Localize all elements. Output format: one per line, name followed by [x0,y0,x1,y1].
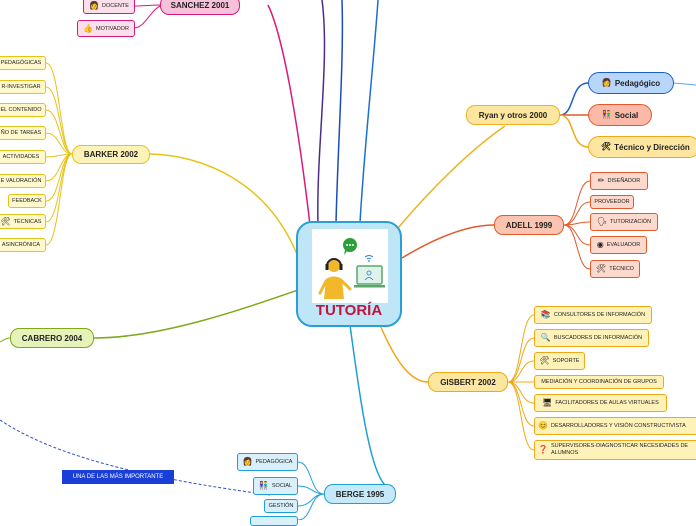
thumbs-up-icon: 👍 [83,23,94,33]
subtopic-docente[interactable]: 👩 DOCENTE [83,0,135,14]
subtopic-soporte[interactable]: 🛠SOPORTE [534,352,585,370]
subtopic-label: TÉCNICAS [13,218,42,225]
subtopic-label: SUPERVISORES-DIAGNOSTICAR NECESIDADES DE… [550,443,689,456]
subtopic-proveedor[interactable]: PROVEEDOR [590,195,634,209]
subtopic-asincronica[interactable]: ASINCRÓNICA [0,238,46,252]
question-icon: ❓ [538,445,548,454]
subtopic-label: FACILITADORES DE AULAS VIRTUALES [555,400,659,406]
topic-label: GISBERT 2002 [440,377,496,387]
topic-label: BERGE 1995 [335,489,385,499]
subtopic-actividades[interactable]: ACTIVIDADES [0,150,46,164]
monitor-icon: 🖥 [542,398,553,407]
subtopic-partial[interactable] [250,516,298,526]
subtopic-label: GESTIÓN [268,503,294,509]
subtopic-tecnico[interactable]: 🛠TÉCNICO [590,260,640,278]
subtopic-supervisores[interactable]: ❓SUPERVISORES-DIAGNOSTICAR NECESIDADES D… [534,440,696,460]
topic-label: CABRERO 2004 [21,333,83,343]
topic-cabrero-2004[interactable]: CABRERO 2004 [10,328,94,348]
topic-label: BARKER 2002 [83,150,139,159]
person-icon: 👩 [601,78,612,87]
tools-icon: 🛠 [539,356,550,365]
subtopic-label: ÑO DE TAREAS [0,130,42,136]
floating-label[interactable]: UNA DE LAS MÁS IMPORTANTE [62,470,174,484]
subtopic-tecnico-direccion[interactable]: 🛠 Técnico y Dirección [588,136,696,158]
subtopic-mediacion[interactable]: MEDIACIÓN Y COORDINACIÓN DE GRUPOS [534,375,664,389]
subtopic-label: E VALORACIÓN [0,178,42,184]
speaking-head-icon: 🗣 [596,217,607,226]
subtopic-label: TÉCNICO [609,266,634,272]
topic-ryan-2000[interactable]: Ryan y otros 2000 [466,105,560,125]
subtopic-social-ryan[interactable]: 👫 Social [588,104,652,126]
subtopic-label: R-INVESTIGAR [1,84,41,90]
target-icon: ◉ [596,240,604,249]
subtopic-contenido[interactable]: EL CONTENIDO [0,103,46,117]
subtopic-tareas[interactable]: ÑO DE TAREAS [0,126,46,140]
person-icon: 👩 [89,1,100,10]
subtopic-label: Técnico y Dirección [614,142,690,152]
topic-sanchez-2001[interactable]: SANCHEZ 2001 [160,0,240,15]
subtopic-motivador[interactable]: 👍 MOTIVADOR [77,20,135,37]
topic-berge-1995[interactable]: BERGE 1995 [324,484,396,504]
subtopic-label: PEDAGÓGICA [255,459,293,465]
subtopic-label: SOPORTE [552,358,580,364]
group-icon: 👫 [601,110,612,119]
subtopic-label: BUSCADORES DE INFORMACIÓN [553,335,643,341]
subtopic-disenador[interactable]: ✏DISEÑADOR [590,172,648,190]
tutor-illustration [312,229,388,303]
subtopic-label: Pedagógico [614,78,661,88]
magnifier-icon: 🔍 [540,333,551,342]
subtopic-label: ACTIVIDADES [2,154,40,160]
books-icon: 📚 [540,310,551,319]
tools-icon: 🛠 [0,216,11,226]
subtopic-label: MEDIACIÓN Y COORDINACIÓN DE GRUPOS [541,379,657,385]
subtopic-pedagogica[interactable]: 👩PEDAGÓGICA [237,453,298,471]
tools-icon: 🛠 [596,264,607,273]
subtopic-label: SOCIAL [271,483,293,489]
subtopic-label: CONSULTORES DE INFORMACIÓN [553,312,646,318]
subtopic-investigar[interactable]: R-INVESTIGAR [0,80,46,94]
subtopic-label: ASINCRÓNICA [1,242,41,248]
floating-label-text: UNA DE LAS MÁS IMPORTANTE [72,474,164,480]
subtopic-label: Social [614,110,639,120]
subtopic-evaluador[interactable]: ◉EVALUADOR [590,236,647,254]
person-icon: 👩 [242,457,253,466]
subtopic-label: PROVEEDOR [594,199,630,205]
subtopic-tutorizacion[interactable]: 🗣TUTORIZACIÓN [590,213,658,231]
topic-label: SANCHEZ 2001 [170,0,230,10]
subtopic-label: EVALUADOR [606,242,641,248]
subtopic-consultores[interactable]: 📚CONSULTORES DE INFORMACIÓN [534,306,652,324]
subtopic-label: EL CONTENIDO [0,107,42,113]
topic-label: Ryan y otros 2000 [478,110,548,120]
group-icon: 👫 [258,481,269,490]
subtopic-label: TUTORIZACIÓN [610,219,652,225]
pencil-icon: ✏ [597,176,605,185]
smiley-icon: 😊 [538,421,548,430]
subtopic-label: FEEDBACK [12,198,42,204]
subtopic-label: DESARROLLADORES Y VISIÓN CONSTRUCTIVISTA [550,423,686,429]
subtopic-feedback[interactable]: FEEDBACK [8,194,46,208]
subtopic-label: PEDAGÓGICAS [0,60,42,66]
subtopic-social[interactable]: 👫SOCIAL [253,477,298,495]
subtopic-tecnicas[interactable]: 🛠TÉCNICAS [0,214,46,229]
subtopic-pedagogico[interactable]: 👩 Pedagógico [588,72,674,94]
subtopic-valoracion[interactable]: E VALORACIÓN [0,174,46,188]
subtopic-buscadores[interactable]: 🔍BUSCADORES DE INFORMACIÓN [534,329,649,347]
subtopic-facilitadores[interactable]: 🖥FACILITADORES DE AULAS VIRTUALES [534,394,667,412]
subtopic-pedagogicas[interactable]: PEDAGÓGICAS [0,56,46,70]
central-topic-tutoria[interactable]: TUTORÍA [296,221,402,327]
tools-icon: 🛠 [601,142,612,151]
central-topic-title: TUTORÍA [315,302,383,319]
topic-gisbert-2002[interactable]: GISBERT 2002 [428,372,508,392]
subtopic-label: DISEÑADOR [607,178,641,184]
subtopic-gestion[interactable]: GESTIÓN [264,499,298,513]
subtopic-label: MOTIVADOR [96,25,129,32]
topic-barker-2002[interactable]: BARKER 2002 [72,145,150,164]
subtopic-desarrolladores[interactable]: 😊DESARROLLADORES Y VISIÓN CONSTRUCTIVIST… [534,417,696,435]
topic-adell-1999[interactable]: ADELL 1999 [494,215,564,235]
topic-label: ADELL 1999 [505,220,553,230]
subtopic-label: DOCENTE [102,3,129,9]
